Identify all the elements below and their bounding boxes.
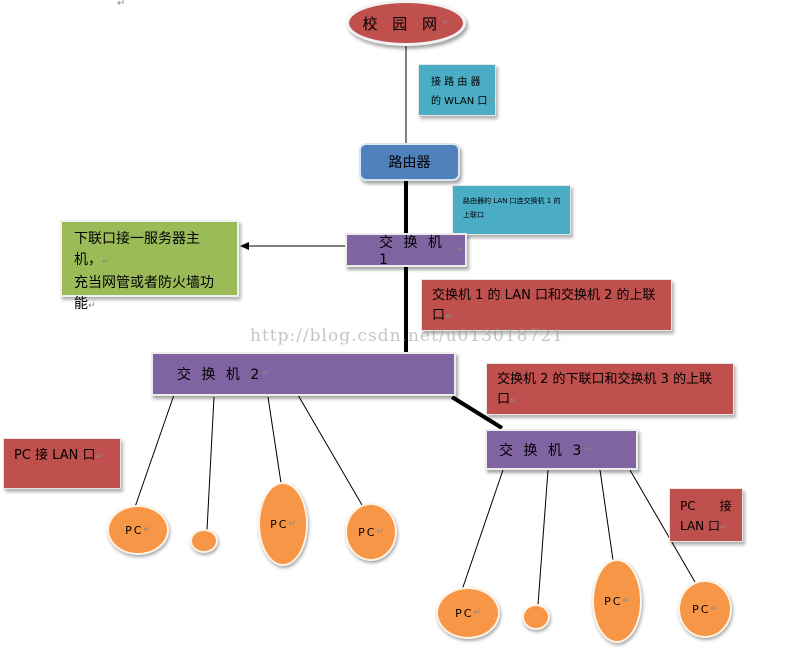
line-switch2-switch3	[450, 395, 504, 430]
pc-mark: ↵	[710, 604, 718, 614]
pc-mark: ↵	[473, 608, 481, 618]
note-pc-lan-right: PC 接 LAN 口↵	[669, 488, 743, 542]
switch1-label: 交 换 机 1	[379, 235, 445, 268]
note-pc-lan-left: PC 接 LAN 口↵	[3, 438, 121, 489]
line-sw2-pc3	[267, 396, 282, 484]
note-pc-lan-right-line2-row: LAN 口↵	[680, 516, 742, 538]
pc-label: PC	[125, 523, 144, 537]
note-server-line3-row: 能↵	[74, 294, 227, 317]
switch1-node: 交 换 机 1 ↵	[345, 233, 467, 268]
pc-label: PC	[358, 525, 377, 539]
campus-network-mark: ↵	[442, 18, 450, 28]
line-sw2-pc2	[206, 396, 215, 531]
watermark-url: http://blog.csdn.net/u013018721	[250, 326, 564, 346]
note-router-lan-line2: 上联口	[463, 211, 484, 219]
pc-node: PC↵	[107, 505, 169, 555]
switch2-mark: ↵	[262, 369, 270, 379]
pc-node: PC↵	[678, 580, 732, 638]
line-sw3-pc1	[461, 469, 504, 591]
pc-mark: ↵	[288, 519, 296, 529]
note-router-lan: 路由器的 LAN 口连交换机 1 的 上联口	[452, 185, 571, 235]
switch2-label: 交 换 机 2	[177, 367, 263, 383]
line-sw3-pc4	[629, 469, 696, 583]
pc-label: PC	[692, 602, 711, 616]
note-sw2-sw3-mark: ↵	[510, 396, 518, 406]
note-server-line3: 能	[74, 296, 88, 312]
arrow-head-icon	[240, 242, 249, 250]
pc-node: PC↵	[258, 482, 308, 566]
note-switch1-switch2: 交换机 1 的 LAN 口和交换机 2 的上联 口↵	[421, 279, 672, 331]
note-sw1-sw2-line1: 交换机 1 的 LAN 口和交换机 2 的上联	[432, 288, 656, 303]
note-wlan-line1: 接 路 由 器	[431, 77, 481, 88]
pc-label: PC	[270, 517, 289, 531]
pc-label: PC	[455, 606, 474, 620]
note-sw1-sw2-line2-row: 口↵	[432, 306, 671, 327]
switch3-label: 交 换 机 3	[499, 442, 585, 459]
note-sw2-sw3-line2: 口	[497, 392, 511, 407]
pc-mark: ↵	[622, 596, 630, 606]
note-server-line1: 下联口接一服务器主机，	[74, 231, 200, 268]
switch3-mark: ↵	[584, 444, 592, 455]
note-wlan-port: 接 路 由 器 的 WLAN 口↵	[418, 64, 496, 116]
pc-node: PC↵	[436, 587, 500, 639]
switch2-node: 交 换 机 2↵	[151, 352, 456, 396]
note-pc-lan-left-label: PC 接 LAN 口	[14, 448, 96, 463]
line-sw3-pc2	[537, 469, 549, 606]
paragraph-mark: ↵	[117, 0, 126, 9]
note-wlan-line2: 的 WLAN 口	[431, 96, 488, 107]
line-sw2-pc1	[134, 391, 176, 508]
pc-node: PC↵	[345, 503, 397, 561]
note-pc-lan-right-line2: LAN 口	[680, 519, 720, 533]
note-sw1-sw2-mark: ↵	[445, 312, 453, 322]
note-pc-lan-left-mark: ↵	[95, 452, 104, 462]
note-server-mark3: ↵	[88, 301, 96, 311]
line-sw2-pc4	[297, 394, 363, 506]
note-pc-lan-right-line1: PC 接	[680, 499, 732, 513]
campus-network-node: 校 园 网↵	[346, 0, 466, 46]
switch1-mark: ↵	[457, 245, 465, 255]
note-server-line1-row: 下联口接一服务器主机，↵	[74, 229, 227, 273]
pc-node-small	[522, 604, 550, 630]
note-pc-lan-right-mark: ↵	[719, 523, 728, 533]
pc-node-small	[190, 529, 218, 553]
note-wlan-line2-row: 的 WLAN 口↵	[431, 92, 495, 112]
note-router-lan-line1: 路由器的 LAN 口连交换机 1 的	[463, 197, 561, 205]
note-sw2-sw3-line1: 交换机 2 的下联口和交换机 3 的上联	[497, 372, 713, 387]
note-wlan-mark: ↵	[487, 97, 495, 107]
line-sw3-pc3	[599, 469, 614, 561]
note-sw2-sw3-line2-row: 口↵	[497, 390, 733, 411]
campus-network-label: 校 园 网	[362, 14, 442, 33]
note-sw1-sw2-line2: 口	[432, 308, 446, 323]
pc-mark: ↵	[376, 527, 384, 537]
note-server-host: 下联口接一服务器主机，↵ 充当网管或者防火墙功 能↵	[60, 220, 239, 312]
pc-mark: ↵	[143, 525, 151, 535]
pc-node: PC↵	[592, 559, 642, 643]
router-label: 路由器	[388, 155, 431, 171]
note-server-line2: 充当网管或者防火墙功	[74, 275, 214, 291]
note-switch2-switch3: 交换机 2 的下联口和交换机 3 的上联 口↵	[486, 363, 734, 415]
router-node: 路由器	[359, 143, 460, 181]
switch3-node: 交 换 机 3↵	[485, 429, 638, 470]
pc-label: PC	[604, 594, 623, 608]
note-server-mark1: ↵	[102, 257, 110, 267]
